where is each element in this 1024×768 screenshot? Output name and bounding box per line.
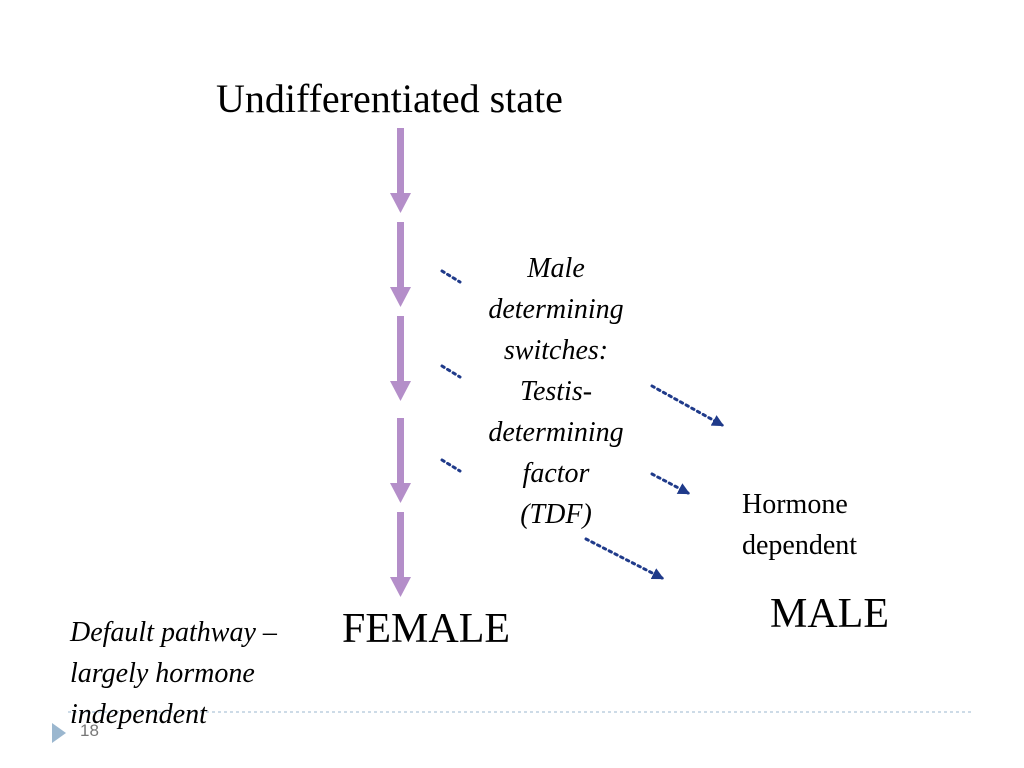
hormone-dependent-label: Hormone dependent <box>742 489 858 561</box>
pathway-arrow-1 <box>390 128 411 213</box>
male-switch-arrows <box>584 384 725 580</box>
female-pathway-arrows <box>390 128 411 597</box>
switch-connector-1 <box>440 269 462 284</box>
pathway-arrow-3 <box>390 316 411 401</box>
footer-marker-icon <box>52 723 66 743</box>
male-arrow-3 <box>584 537 665 580</box>
undifferentiated-state-label: Undifferentiated state <box>216 76 563 121</box>
female-label: FEMALE <box>342 606 510 652</box>
switch-connector-2 <box>440 364 462 379</box>
pathway-arrow-5 <box>390 512 411 597</box>
switch-connector-3 <box>440 458 462 473</box>
male-arrow-2 <box>650 472 691 495</box>
tdf-description: Male determining switches: Testis- deter… <box>488 253 624 530</box>
slide-number: 18 <box>80 721 99 740</box>
male-label: MALE <box>770 591 889 637</box>
default-pathway-note: Default pathway – largely hormone indepe… <box>70 617 277 730</box>
pathway-arrow-4 <box>390 418 411 503</box>
male-arrow-1 <box>650 384 725 427</box>
pathway-arrow-2 <box>390 222 411 307</box>
switch-connectors <box>440 269 462 473</box>
